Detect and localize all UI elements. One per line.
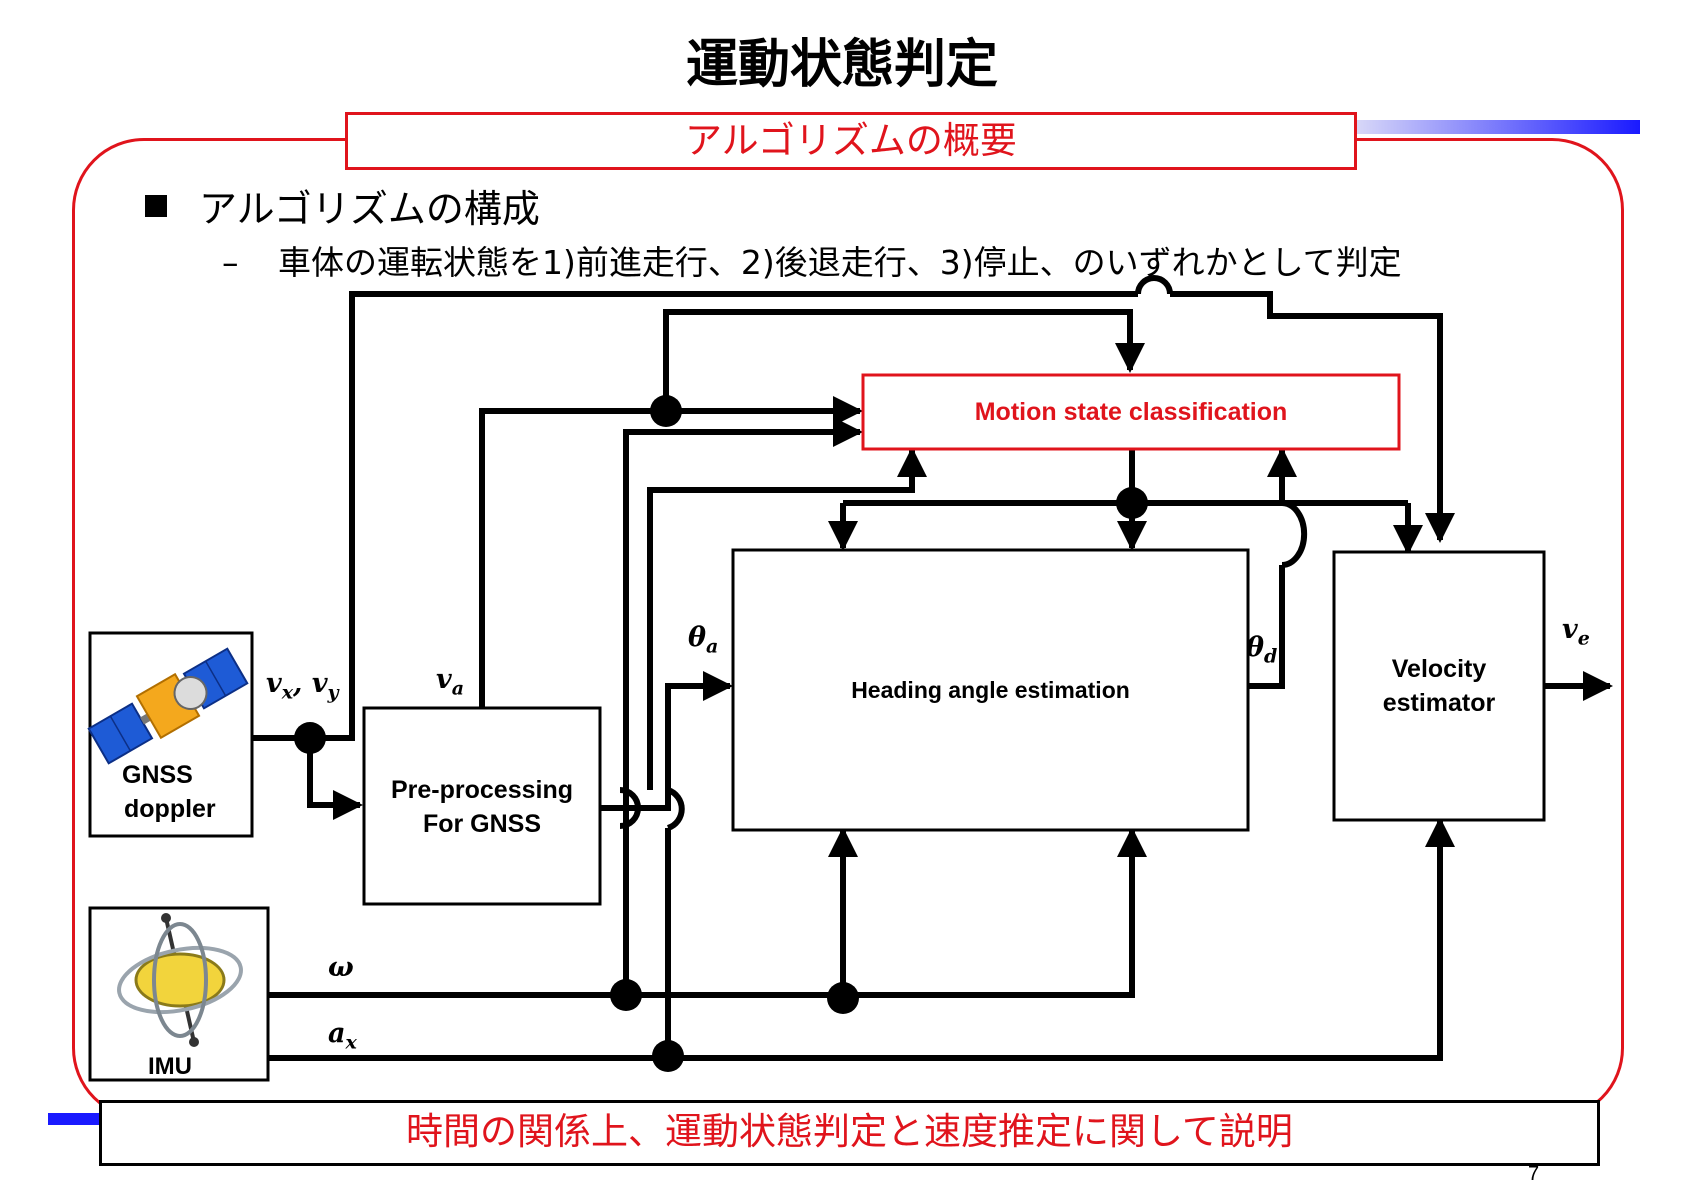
signal-ax: ax bbox=[328, 1018, 357, 1053]
signal-vxy-sub2: y bbox=[327, 681, 339, 704]
pre-processing-box bbox=[362, 706, 602, 906]
line-pre-to-heading bbox=[620, 671, 733, 811]
junction-gnss bbox=[294, 722, 326, 754]
signal-vxy: vx, vy bbox=[266, 668, 339, 703]
line-vxy-top bbox=[310, 291, 1138, 741]
signal-va-sub: a bbox=[451, 677, 465, 700]
line-va-loop bbox=[663, 309, 1145, 411]
accent-bar-bottom-left bbox=[48, 1113, 108, 1125]
sub-bullet-text: 車体の運転状態を1)前進走行、2)後退走行、3)停止、のいずれかとして判定 bbox=[278, 243, 1402, 282]
signal-ve-base: v bbox=[1562, 614, 1578, 645]
signal-va: va bbox=[436, 664, 464, 699]
sub-bullet-dash: – bbox=[222, 243, 239, 282]
imu-label: IMU bbox=[130, 1050, 210, 1084]
velocity-estimator-label: Velocity estimator bbox=[1334, 652, 1544, 720]
signal-omega-text: ω bbox=[328, 952, 354, 983]
junction-ax bbox=[652, 1040, 684, 1072]
signal-vxy-sub1: x bbox=[281, 681, 294, 704]
connector-lines bbox=[252, 275, 1613, 1061]
motion-state-box bbox=[861, 373, 1401, 451]
pre-processing-label: Pre-processing For GNSS bbox=[364, 773, 600, 841]
sub-bullet-item: –車体の運転状態を1)前進走行、2)後退走行、3)停止、のいずれかとして判定 bbox=[222, 236, 1402, 284]
signal-vxy-v1: v bbox=[266, 668, 282, 699]
signal-ve: ve bbox=[1562, 614, 1590, 649]
signal-theta-d-base: θ bbox=[1246, 632, 1265, 663]
signal-theta-a-sub: a bbox=[706, 635, 719, 658]
line-theta-d-bridge bbox=[1281, 500, 1308, 568]
line-theta-d bbox=[1248, 565, 1285, 689]
signal-va-v: v bbox=[436, 664, 452, 695]
signal-vxy-v2: v bbox=[311, 668, 328, 699]
bullet-square-icon bbox=[145, 194, 167, 217]
gnss-line2: doppler bbox=[124, 795, 216, 823]
junction-omega-1 bbox=[610, 979, 642, 1011]
line-omega-bus bbox=[268, 827, 1147, 998]
page-number: 7 bbox=[1528, 1163, 1540, 1185]
signal-theta-d-sub: d bbox=[1264, 645, 1278, 668]
signal-ve-sub: e bbox=[1577, 627, 1590, 650]
signal-omega: ω bbox=[328, 952, 354, 983]
signal-theta-d: θd bbox=[1246, 632, 1277, 667]
pre-processing-line2: For GNSS bbox=[422, 810, 542, 838]
footer-note-text: 時間の関係上、運動状態判定と速度推定に関して説明 bbox=[406, 1110, 1293, 1153]
velocity-estimator-box bbox=[1332, 550, 1546, 822]
junction-dots bbox=[294, 395, 1148, 1072]
junction-omega-2 bbox=[827, 982, 859, 1014]
signal-theta-a-base: θ bbox=[688, 622, 707, 653]
bullet-item: アルゴリズムの構成 bbox=[145, 178, 540, 233]
accent-bar-top-right bbox=[1350, 120, 1640, 134]
slide-title: 運動状態判定 bbox=[685, 35, 998, 95]
gnss-label: GNSS doppler bbox=[100, 758, 240, 826]
line-vxy-to-pre bbox=[307, 738, 363, 820]
velocity-estimator-line1: Velocity bbox=[1391, 655, 1487, 683]
satellite-icon bbox=[87, 647, 249, 765]
imu-text: IMU bbox=[148, 1053, 192, 1080]
signal-vxy-sep: , bbox=[293, 668, 312, 699]
bullet-text: アルゴリズムの構成 bbox=[199, 187, 540, 231]
gyroscope-icon bbox=[117, 913, 243, 1047]
line-vxy-to-vel bbox=[1170, 291, 1455, 543]
line-omega-to-motion bbox=[623, 417, 863, 995]
heading-angle-label: Heading angle estimation bbox=[733, 673, 1248, 707]
footer-note: 時間の関係上、運動状態判定と速度推定に関して説明 bbox=[99, 1100, 1600, 1166]
line-vxy-bridge bbox=[1135, 275, 1173, 295]
motion-state-label: Motion state classification bbox=[863, 395, 1399, 429]
heading-angle-text: Heading angle estimation bbox=[851, 677, 1130, 703]
section-label-text: アルゴリズムの概要 bbox=[685, 119, 1017, 162]
junction-state bbox=[1116, 487, 1148, 519]
section-label: アルゴリズムの概要 bbox=[345, 112, 1357, 170]
line-ax-to-motion bbox=[647, 447, 927, 790]
signal-theta-a: θa bbox=[688, 622, 718, 657]
heading-angle-box bbox=[731, 548, 1250, 832]
junction-va bbox=[650, 395, 682, 427]
signal-ax-sub: x bbox=[345, 1031, 357, 1054]
line-va-to-motion bbox=[479, 396, 863, 708]
velocity-estimator-line2: estimator bbox=[1382, 689, 1496, 717]
gnss-line1: GNSS bbox=[122, 761, 193, 789]
motion-state-text: Motion state classification bbox=[974, 398, 1288, 426]
signal-ax-base: a bbox=[328, 1018, 346, 1049]
pre-processing-line1: Pre-processing bbox=[390, 776, 573, 804]
line-pre-bridge2 bbox=[666, 787, 685, 831]
